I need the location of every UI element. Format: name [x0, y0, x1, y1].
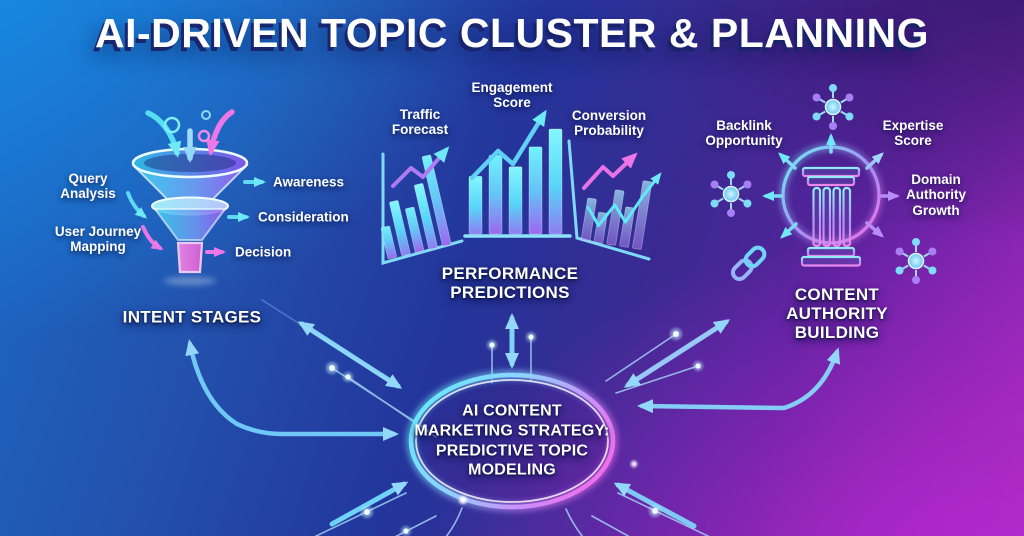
content-authority-graphic [710, 84, 937, 284]
heading-content-authority-building: CONTENT AUTHORITY BUILDING [786, 285, 888, 343]
traffic-forecast-bars [380, 154, 452, 260]
strategy-ellipse [406, 370, 638, 512]
traffic-chart-axis [381, 152, 464, 265]
label-decision: Decision [235, 244, 292, 260]
label-domain-authority-growth: Domain Authority Growth [906, 172, 966, 218]
label-query-analysis: Query Analysis [60, 170, 116, 201]
label-expertise-score: Expertise Score [882, 117, 944, 148]
conversion-chart-axis [567, 139, 651, 261]
label-traffic-forecast: Traffic Forecast [391, 106, 449, 137]
label-engagement-score: Engagement Score [471, 79, 553, 110]
chain-link-icon [730, 245, 767, 282]
arrow-lower-left-link [329, 481, 409, 527]
heading-performance-predictions: PERFORMANCE PREDICTIONS [441, 263, 579, 302]
network-node-icon-left [710, 171, 752, 217]
engagement-trend-arrow [469, 109, 547, 181]
network-node-icon-top [812, 84, 854, 130]
page-title: AI-DRIVEN TOPIC CLUSTER & PLANNING [95, 10, 929, 56]
conversion-line-overlay [586, 172, 662, 227]
pillar-icon [800, 166, 862, 267]
center-strategy-label: AI CONTENT MARKETING STRATEGY: PREDICTIV… [414, 402, 610, 479]
glow-dots [326, 328, 703, 536]
label-conversion-probability: Conversion Probability [571, 107, 647, 138]
performance-charts [380, 109, 662, 265]
label-user-journey-mapping: User Journey Mapping [54, 223, 142, 254]
traffic-trend-arrow [391, 146, 450, 188]
heading-intent-stages: INTENT STAGES [122, 307, 262, 327]
label-awareness: Awareness [273, 174, 345, 190]
query-analysis-arrow [126, 191, 148, 219]
journey-mapping-arrow [141, 225, 164, 250]
network-node-icon-bottom-right [895, 238, 937, 284]
conversion-trend-arrow [582, 152, 638, 190]
funnel-icon [126, 109, 266, 286]
engagement-score-bars [468, 128, 563, 235]
label-consideration: Consideration [258, 209, 349, 225]
funnel-inflow-arrow-right [205, 109, 235, 156]
authority-arrows [762, 133, 900, 239]
arrow-intent-link [185, 339, 399, 441]
label-backlink-opportunity: Backlink Opportunity [705, 117, 783, 148]
funnel-shadow [164, 276, 216, 286]
ring-glow-dot [459, 496, 467, 504]
arrow-authority-link [637, 347, 841, 414]
ring-glow-dot [630, 460, 638, 468]
bubble-icons [163, 110, 211, 143]
